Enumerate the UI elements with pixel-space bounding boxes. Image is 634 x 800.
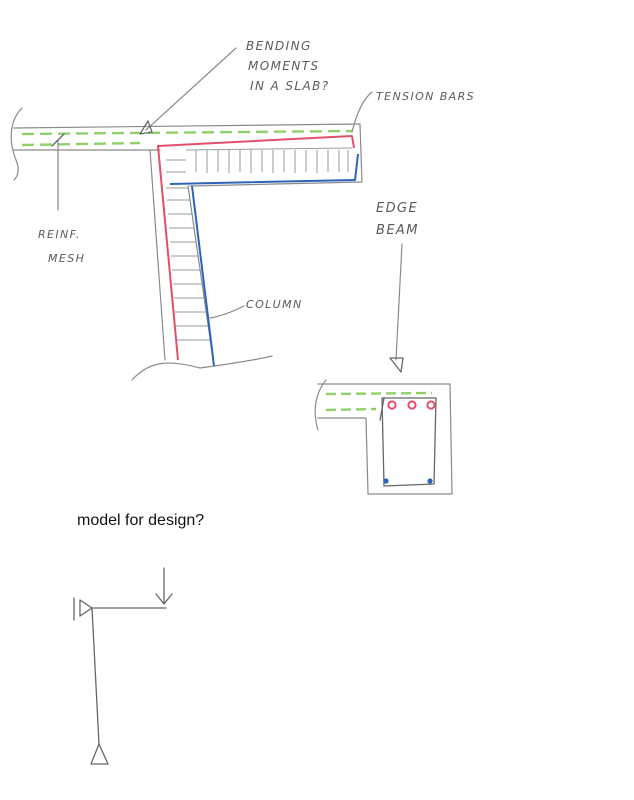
- label-bending-moments-line-1: BENDING: [246, 39, 312, 53]
- mesh-leader-tick: [51, 133, 65, 147]
- slab-column-detail: [10, 47, 404, 381]
- bending-moments-arrowhead: [139, 120, 153, 135]
- fixed-support-icon: [73, 597, 93, 621]
- edge-beam-outline: [189, 123, 363, 187]
- slab-break-line: [10, 107, 23, 181]
- bending-moments-leader: [145, 47, 237, 131]
- label-reinf-mesh-line-2: MESH: [48, 252, 85, 265]
- design-model-frame: [73, 567, 173, 765]
- compression-bar: [191, 185, 215, 367]
- top-bar-3: [426, 400, 436, 410]
- tension-bar: [157, 135, 355, 361]
- section-outline: [317, 383, 453, 495]
- slab-top-edge: [13, 123, 361, 129]
- mesh-top-layer: [21, 129, 353, 136]
- top-bar-2: [407, 400, 417, 410]
- model-column: [91, 607, 100, 745]
- beam-hatching: [185, 147, 353, 173]
- bottom-bar-1: [383, 478, 389, 484]
- mesh-bottom-layer: [21, 141, 141, 147]
- label-column: COLUMN: [246, 298, 303, 311]
- column-left-edge: [149, 149, 166, 361]
- label-edge-beam-line-2: BEAM: [376, 223, 419, 238]
- design-model-question: model for design?: [77, 512, 205, 529]
- column-leader: [209, 305, 245, 319]
- column-base-line: [131, 355, 273, 381]
- edge-beam-section: [314, 379, 453, 495]
- label-reinf-mesh-line-1: REINF.: [38, 228, 81, 241]
- column-hatching: [166, 159, 210, 341]
- edge-beam-arrowhead: [389, 357, 404, 373]
- top-bar-1: [387, 400, 397, 410]
- tension-bars-leader: [351, 91, 373, 133]
- beam-bottom-bar: [169, 153, 359, 185]
- label-bending-moments-line-3: IN A SLAB?: [250, 79, 329, 93]
- label-edge-beam-line-1: EDGE: [376, 201, 418, 216]
- section-stirrup: [381, 397, 437, 487]
- section-stirrup-hook: [379, 397, 385, 421]
- load-arrow-icon: [155, 567, 173, 605]
- pin-support-icon: [90, 743, 109, 765]
- section-mesh-bottom: [325, 407, 377, 412]
- section-slab-break: [314, 379, 327, 431]
- bottom-bar-2: [427, 478, 433, 484]
- label-bending-moments-line-2: MOMENTS: [248, 59, 319, 73]
- section-mesh-top: [325, 391, 433, 396]
- edge-beam-leader: [395, 243, 403, 361]
- label-tension-bars: TENSION BARS: [376, 90, 475, 103]
